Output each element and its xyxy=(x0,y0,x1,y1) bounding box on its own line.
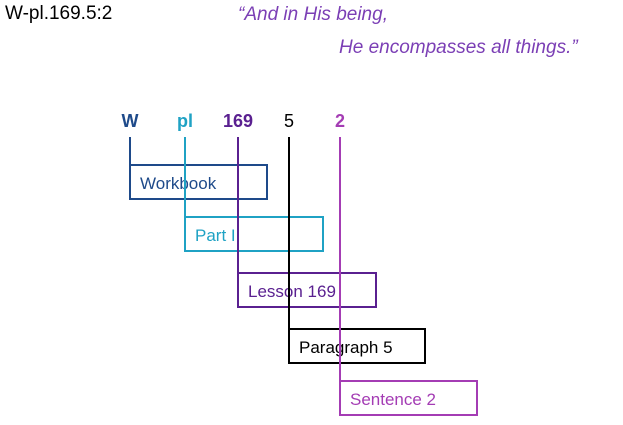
label-workbook: Workbook xyxy=(140,174,217,193)
box-lesson-169 xyxy=(237,272,377,308)
code-part-i: pl xyxy=(177,111,193,131)
segment-workbook: W Workbook xyxy=(122,111,268,200)
quote-line-1: “And in His being, xyxy=(238,4,388,25)
box-part-i xyxy=(184,216,324,252)
label-paragraph-5: Paragraph 5 xyxy=(299,338,393,357)
box-paragraph-5 xyxy=(288,328,426,364)
label-lesson-169: Lesson 169 xyxy=(248,282,336,301)
code-workbook: W xyxy=(122,111,139,131)
label-part-i: Part I xyxy=(195,226,236,245)
code-paragraph-5: 5 xyxy=(284,111,294,131)
code-sentence-2: 2 xyxy=(335,111,345,131)
box-sentence-2 xyxy=(339,380,478,416)
code-lesson-169: 169 xyxy=(223,111,253,131)
quote-line-2: He encompasses all things.” xyxy=(339,37,578,58)
box-workbook xyxy=(129,164,268,200)
label-sentence-2: Sentence 2 xyxy=(350,390,436,409)
reference-title: W-pl.169.5:2 xyxy=(5,3,113,24)
